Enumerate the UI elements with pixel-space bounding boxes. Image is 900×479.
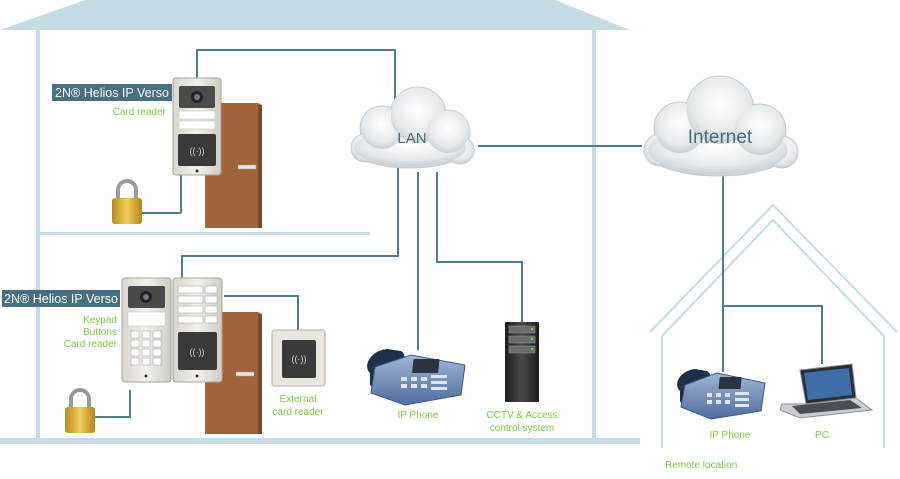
lower-device-title-text: 2N® Helios IP Verso [4, 292, 118, 306]
cctv-label-line1: CCTV & Access [486, 410, 557, 421]
wire-lower-verso-lan [181, 168, 399, 278]
upper-device-subtitle: Card reader [113, 107, 167, 118]
connection-lines [92, 49, 823, 418]
remote-pc-icon [779, 363, 874, 419]
wire-external-reader [224, 295, 299, 330]
external-card-reader-icon: ((·)) [271, 329, 326, 387]
wire-lower-lock [92, 390, 131, 418]
svg-text:((·)): ((·)) [190, 347, 205, 357]
ip-phone-icon [367, 349, 466, 406]
lower-verso-unit: ((·)) [121, 277, 223, 383]
main-house-floor [40, 232, 370, 235]
lan-cloud: LAN [350, 86, 475, 169]
main-house-ground [0, 438, 640, 444]
wire-remote-pc [723, 305, 823, 364]
lan-label: LAN [397, 130, 426, 147]
lower-feature-card-reader: Card reader [64, 339, 118, 350]
svg-text:((·)): ((·)) [190, 146, 205, 156]
upper-device-title: 2N® Helios IP Verso [52, 84, 172, 101]
main-house-right-wall [592, 30, 596, 440]
remote-ip-phone-icon [677, 369, 766, 420]
lower-lock-icon [65, 388, 95, 433]
upper-verso-unit: ((·)) [172, 77, 222, 176]
wire-upper-verso-lan [196, 49, 396, 108]
remote-roof-outer [649, 203, 898, 333]
lower-feature-keypad: Keypad [83, 315, 117, 326]
external-reader-label-line2: card reader [272, 407, 324, 418]
svg-text:((·)): ((·)) [292, 354, 307, 364]
main-house-roof [0, 0, 630, 30]
remote-house [649, 203, 898, 448]
remote-pc-label: PC [815, 430, 829, 441]
remote-ip-phone-label: IP Phone [710, 430, 751, 441]
cctv-label-line2: control system [490, 423, 554, 434]
ip-phone-label: IP Phone [398, 410, 439, 421]
lower-device-title: 2N® Helios IP Verso [2, 290, 120, 307]
main-house-left-wall [36, 30, 40, 440]
upper-device-title-text: 2N® Helios IP Verso [55, 86, 169, 100]
remote-location-caption: Remote location [665, 460, 737, 471]
remote-roof-inner [661, 218, 885, 337]
external-reader-label-line1: External [280, 394, 317, 405]
upper-lock-icon [112, 179, 142, 224]
lower-feature-buttons: Buttons [83, 327, 117, 338]
cctv-server-icon [505, 322, 539, 402]
internet-cloud: Internet [643, 75, 799, 177]
wire-lan-cctv [436, 172, 523, 322]
internet-label: Internet [688, 127, 753, 148]
keypad-grid [130, 330, 162, 366]
main-house [0, 0, 640, 444]
